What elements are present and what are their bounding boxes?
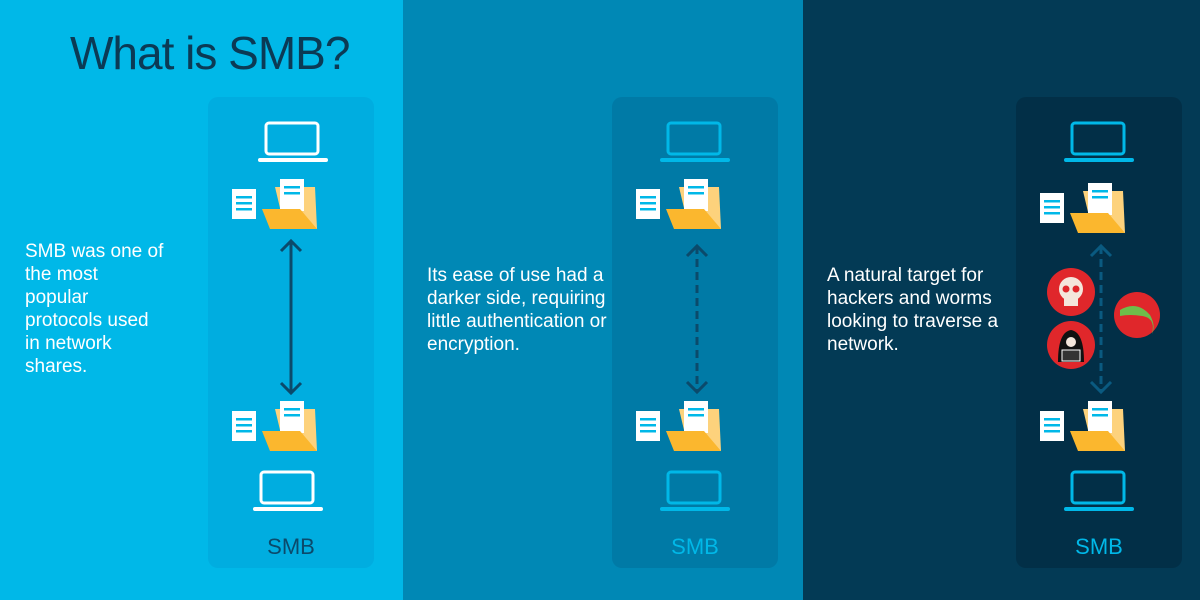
smb-label: SMB [1075, 534, 1123, 559]
shared-files-icon [232, 401, 317, 451]
laptop-icon [1064, 470, 1134, 511]
panel-smb-target: A natural target for hackers and worms l… [803, 0, 1200, 600]
smb-column: SMB [208, 97, 374, 568]
shared-files-icon [232, 179, 317, 229]
laptop-icon [253, 470, 323, 511]
laptop-icon [660, 470, 730, 511]
hacker-icon [1047, 321, 1095, 369]
dashed-bidirectional-arrow-icon [1089, 243, 1113, 395]
smb-label: SMB [671, 534, 719, 559]
laptop-icon [660, 121, 730, 162]
panel-smb-intro: What is SMB? SMB SMB was one of the most… [0, 0, 403, 600]
dashed-bidirectional-arrow-icon [685, 243, 709, 395]
shared-files-icon [1040, 183, 1125, 233]
skull-icon [1047, 268, 1095, 316]
shared-files-icon [636, 179, 721, 229]
panel-description: A natural target for hackers and worms l… [827, 265, 999, 355]
panel-smb-weakness: Its ease of use had a darker side, requi… [403, 0, 803, 600]
worm-icon [1114, 292, 1160, 338]
smb-column: SMB [612, 97, 778, 568]
laptop-icon [258, 121, 328, 162]
panel-description: SMB was one of the most popular protocol… [25, 241, 164, 377]
bidirectional-arrow-icon [279, 238, 303, 396]
laptop-icon [1064, 121, 1134, 162]
smb-label: SMB [267, 534, 315, 559]
panel-description: Its ease of use had a darker side, requi… [427, 265, 607, 355]
page-title: What is SMB? [70, 27, 350, 79]
shared-files-icon [636, 401, 721, 451]
shared-files-icon [1040, 401, 1125, 451]
smb-column: SMB [1016, 97, 1182, 568]
